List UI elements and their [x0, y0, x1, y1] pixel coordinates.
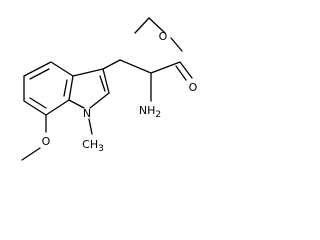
- methyl-subscript: 3: [98, 144, 104, 154]
- bond-c4-c5: [23, 61, 52, 77]
- bond-alpha-ch2: [119, 59, 152, 74]
- bond-carbonyl-alpha: [150, 61, 181, 74]
- bond-carbonyl-o-double-1: [179, 61, 193, 79]
- carbonyl-oxygen-label: O: [189, 81, 198, 94]
- bond-o-carbonyl: [170, 37, 183, 52]
- bond-c7a-c3a: [68, 75, 74, 101]
- amine-label: NH2: [139, 104, 161, 120]
- bond-c6-c7: [23, 100, 47, 116]
- bond-c7a-c3a-inner: [63, 79, 68, 97]
- amine-subscript: 2: [155, 110, 161, 120]
- bond-c7-c7a: [45, 99, 70, 116]
- indole-nitrogen-label: N: [83, 107, 91, 120]
- n-methyl-label: CH3: [82, 138, 104, 154]
- bond-c3-c2-inner: [99, 75, 106, 92]
- bond-n1-methyl: [88, 118, 93, 135]
- amine-h: H: [147, 104, 155, 117]
- bond-c3a-c3: [72, 68, 104, 77]
- methoxy-oxygen-label: O: [42, 135, 51, 148]
- bond-c2-n1: [89, 92, 110, 109]
- bond-c4-c5-inner: [29, 68, 50, 80]
- bond-c6-c7-inner: [29, 97, 47, 109]
- ester-oxygen-label: O: [159, 30, 168, 43]
- bond-ethyl-ch3: [148, 17, 166, 34]
- bond-n1-c7a: [68, 99, 85, 109]
- methyl-ch: CH: [82, 138, 98, 151]
- bond-carbonyl-o-double-2: [175, 65, 187, 81]
- amine-n: N: [139, 104, 147, 117]
- bond-ch2-c3: [102, 59, 121, 70]
- structure-diagram: O O NH2 N O CH3: [21, 17, 198, 161]
- bond-o-methyl: [21, 147, 41, 161]
- bond-ethyl-ch2-o: [134, 17, 150, 34]
- bond-c3a-c4: [50, 61, 74, 77]
- bond-c3-c2: [102, 68, 110, 94]
